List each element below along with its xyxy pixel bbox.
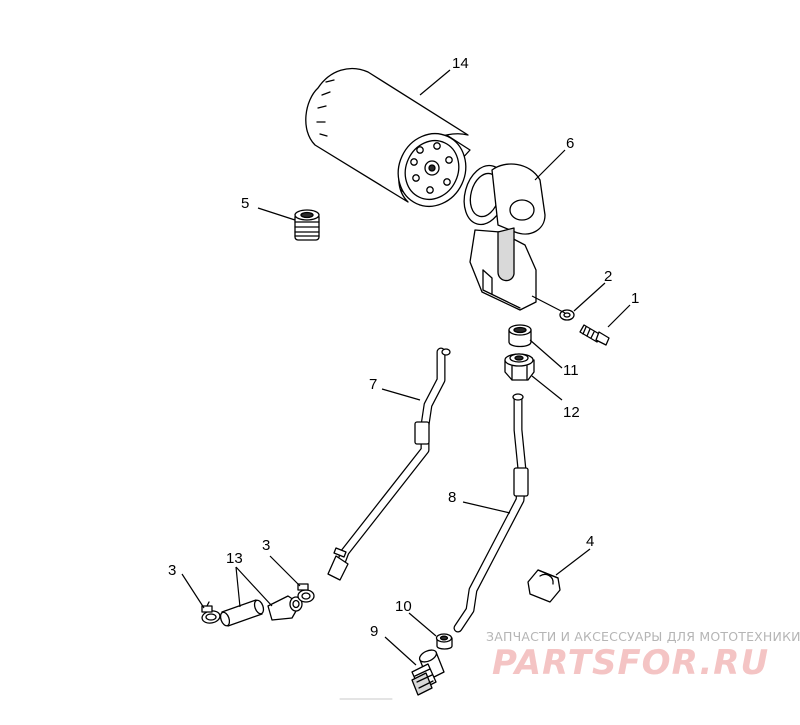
callout-9: 9 <box>370 623 378 640</box>
callout-14: 14 <box>452 55 469 72</box>
watermark: ЗАПЧАСТИ И АКСЕССУАРЫ ДЛЯ МОТОТЕХНИКИ PA… <box>486 629 800 683</box>
small-fitting-part[interactable] <box>435 633 453 650</box>
callout-3-left: 3 <box>168 562 176 579</box>
leader-lines <box>181 69 631 666</box>
filter-mount-part[interactable] <box>458 161 546 311</box>
callout-3-right: 3 <box>262 537 270 554</box>
hose-clamp-left-part[interactable] <box>201 601 221 624</box>
callout-8: 8 <box>448 489 456 506</box>
threaded-nipple-part[interactable] <box>294 209 320 241</box>
callout-5: 5 <box>241 195 249 212</box>
hose-clamp-right-part[interactable] <box>297 583 315 603</box>
bolt-part[interactable] <box>579 324 610 346</box>
clamp-block-part[interactable] <box>527 569 561 603</box>
watermark-brand: PARTSFOR.RU <box>492 643 769 683</box>
watermark-tagline: ЗАПЧАСТИ И АКСЕССУАРЫ ДЛЯ МОТОТЕХНИКИ <box>486 629 800 644</box>
callout-2: 2 <box>604 268 612 285</box>
callout-1: 1 <box>631 290 639 307</box>
callout-11: 11 <box>563 362 579 379</box>
callout-labels: 14 6 5 2 1 11 7 12 8 4 3 13 3 10 9 <box>168 55 639 640</box>
callout-7: 7 <box>369 376 377 393</box>
cap-fitting-part[interactable] <box>508 324 532 348</box>
callout-13: 13 <box>226 550 243 567</box>
callout-6: 6 <box>566 135 574 152</box>
callout-4: 4 <box>586 533 594 550</box>
callout-12: 12 <box>563 404 580 421</box>
hex-fitting-part[interactable] <box>504 353 535 381</box>
callout-10: 10 <box>395 598 412 615</box>
hose-piece-a-part[interactable] <box>219 599 265 627</box>
barbed-connector-part[interactable] <box>339 648 445 700</box>
oil-filter-part[interactable] <box>305 67 478 218</box>
hose-piece-b-part[interactable] <box>267 595 303 621</box>
oil-line-right-part[interactable] <box>453 393 529 633</box>
oil-line-left-part[interactable] <box>327 347 451 581</box>
